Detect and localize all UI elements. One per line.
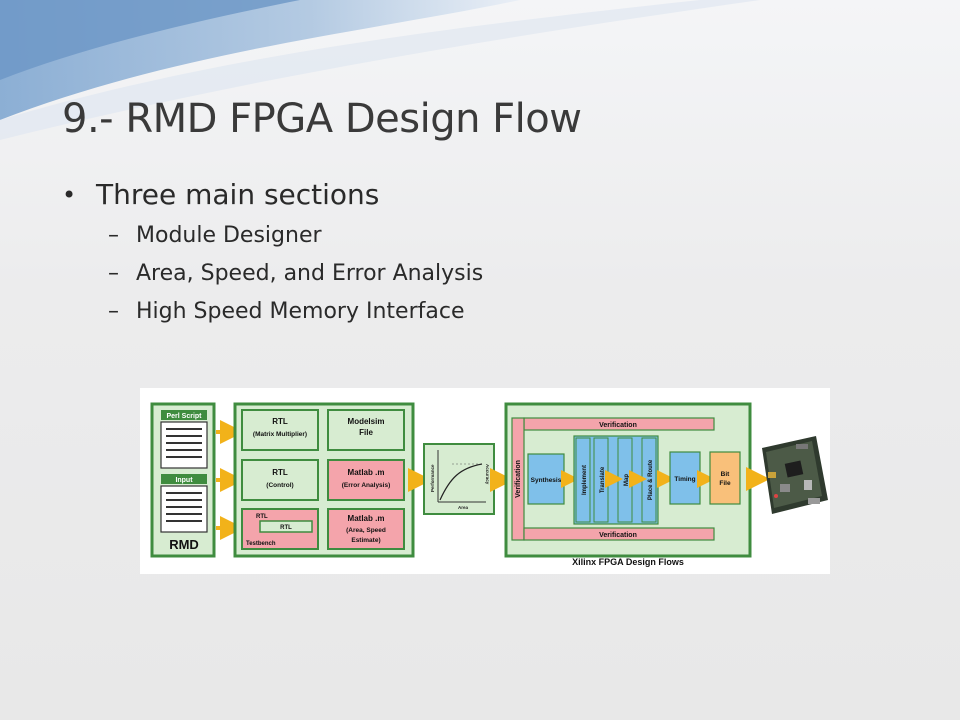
bullet-list: •Three main sections –Module Designer –A… [62,178,483,331]
rmd-block: Perl Script Input RMD [150,402,216,558]
dash-icon: – [108,261,119,286]
sub-bullet-text: Area, Speed, and Error Analysis [136,261,484,286]
modelsim-title: Modelsim [348,417,385,426]
bit-file-l2: File [719,480,731,487]
input-label: Input [175,477,193,484]
rtl-control-title: RTL [272,468,288,477]
synthesis-step: Synthesis [531,477,562,484]
testbench-rtl-inner: RTL [280,525,292,531]
fpga-board-icon [762,436,828,514]
rtl-matrix-title: RTL [272,417,288,426]
modelsim-sub: File [359,428,373,437]
verification-side: Verification [515,460,522,498]
rtl-matrix-sub: (Matrix Multiplier) [253,431,307,438]
sub-bullet-text: Module Designer [136,223,322,248]
tradeoff-plot: Performance Area Accuracy [423,443,495,515]
testbench-rtl-outer: RTL [256,514,268,520]
sub-bullet-list: –Module Designer –Area, Speed, and Error… [108,217,483,331]
matlab-area-sub1: (Area, Speed [346,527,386,534]
perl-script-label: Perl Script [166,413,202,420]
bullet-text: Three main sections [96,178,380,211]
verification-bottom: Verification [599,532,637,539]
design-flow-diagram: Perl Script Input RMD RTL (Matrix Multip… [140,388,830,574]
rmd-label: RMD [169,537,199,552]
map-step: Map [624,474,630,486]
matlab-error-sub: (Error Analysis) [342,482,391,489]
module-group: RTL (Matrix Multiplier) Modelsim File RT… [233,402,415,558]
xilinx-flow-box: Verification Verification Verification S… [504,402,752,567]
arrow-rmd-to-modules [216,420,244,540]
bit-file-l1: Bit [721,471,731,478]
testbench-label: Testbench [246,541,276,547]
timing-step: Timing [674,476,695,483]
plot-curve-label: Accuracy [485,464,490,485]
sub-bullet-item: –Area, Speed, and Error Analysis [108,255,483,293]
slide-title: 9.- RMD FPGA Design Flow [62,96,582,142]
place-route-step: Place & Route [648,459,654,500]
bullet-dot-icon: • [62,180,77,209]
xilinx-caption: Xilinx FPGA Design Flows [572,557,684,567]
matlab-area-title: Matlab .m [348,514,385,523]
sub-bullet-text: High Speed Memory Interface [136,299,465,324]
plot-xlabel: Area [458,505,469,510]
matlab-area-sub2: Estimate) [351,537,380,544]
matlab-error-title: Matlab .m [348,468,385,477]
dash-icon: – [108,223,119,248]
verification-top: Verification [599,422,637,429]
sub-bullet-item: –Module Designer [108,217,483,255]
translate-step: Translate [600,466,606,493]
plot-ylabel: Performance [430,464,435,492]
rtl-control-sub: (Control) [266,482,293,489]
background-swoosh [0,0,760,140]
implement-step: Implement [582,465,588,495]
sub-bullet-item: –High Speed Memory Interface [108,293,483,331]
dash-icon: – [108,299,119,324]
bullet-main: •Three main sections –Module Designer –A… [62,178,483,331]
